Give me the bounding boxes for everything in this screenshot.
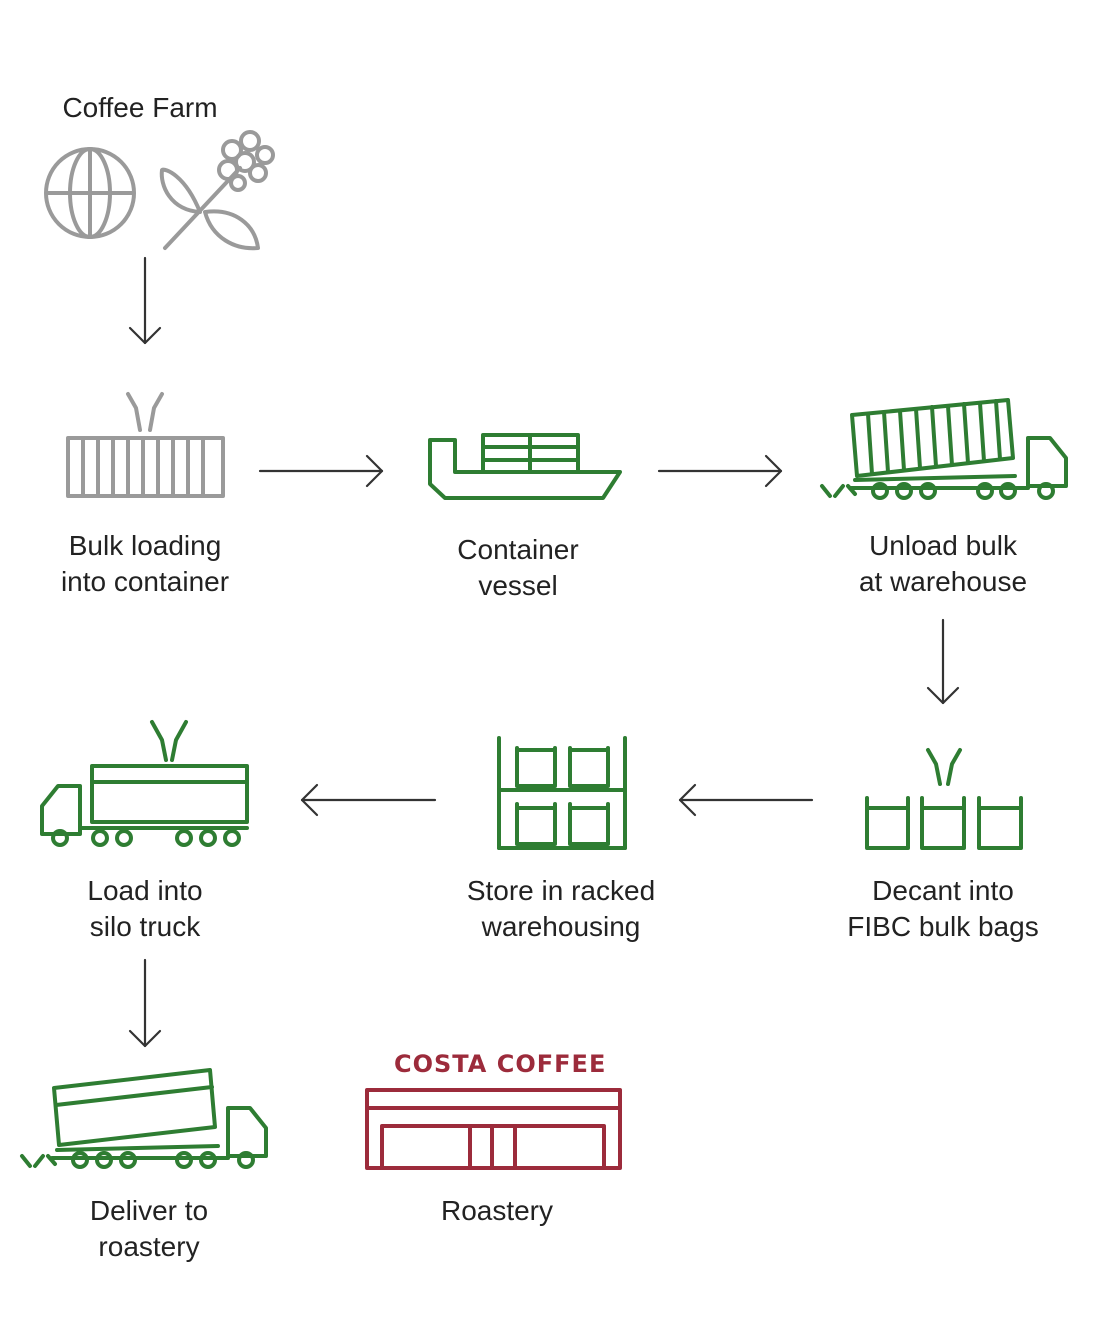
coffee-plant-icon [159, 130, 275, 251]
delivery-truck-icon [20, 1068, 268, 1169]
roastery-label: Roastery [440, 1195, 554, 1226]
arrow-left-to-silo [300, 783, 437, 817]
arrow-down-to-bags [926, 618, 960, 705]
arrow-down-to-delivery [128, 958, 162, 1048]
unload-label: Unload bulk at warehouse [858, 530, 1028, 597]
roastery-building-icon [365, 1088, 622, 1170]
bulk-loading-label: Bulk loading into container [60, 530, 230, 597]
arrow-right-to-vessel [258, 454, 384, 488]
arrow-left-to-racking [678, 783, 814, 817]
tipper-truck-icon [820, 398, 1068, 500]
globe-icon [44, 147, 136, 239]
racking-icon [497, 736, 627, 850]
farm-label: Coffee Farm [62, 92, 218, 123]
vessel-label: Container vessel [457, 534, 579, 601]
container-icon [66, 392, 225, 498]
bags-icon [865, 748, 1023, 850]
arrow-right-to-warehouse [657, 454, 783, 488]
silo-label: Load into silo truck [87, 875, 203, 942]
store-label: Store in racked warehousing [466, 875, 656, 942]
arrow-down-farm [128, 256, 162, 345]
decant-label: Decant into FIBC bulk bags [847, 875, 1039, 942]
costa-coffee-logo: COSTA COFFEE [394, 1050, 607, 1078]
silo-truck-icon [40, 720, 249, 847]
vessel-icon [428, 433, 622, 500]
deliver-label: Deliver to roastery [89, 1195, 209, 1262]
